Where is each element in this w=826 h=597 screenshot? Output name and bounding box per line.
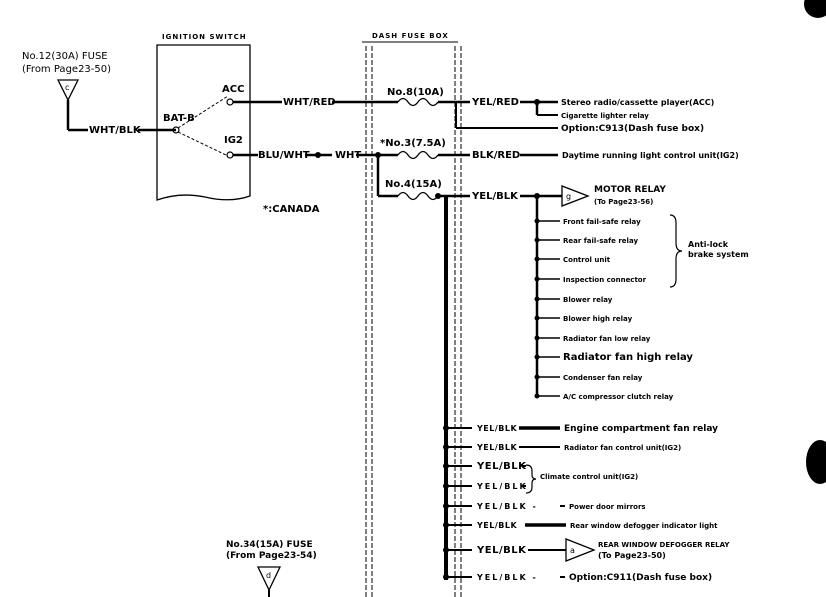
relay-item: Condenser fan relay [563,374,643,382]
branch3-wire-label: BLK/RED [472,150,520,161]
ig2-wire-label: BLU/WHT [258,150,310,161]
branch8-load-3: Option:C913(Dash fuse box) [561,124,704,134]
lower-wire-label: YEL/BLK [476,443,517,452]
acc-terminal-label: ACC [222,84,244,95]
lower-load-label: Power door mirrors [569,503,646,511]
fuse3-symbol [397,150,439,160]
canada-note: *:CANADA [263,204,320,215]
abs-brace [669,214,683,288]
feed-wire-label: WHT/BLK [89,125,142,136]
relay-item: Radiator fan high relay [563,352,693,363]
abs-label-1: Anti-lock [688,240,729,249]
lower-wire-label: YEL/BLK [476,545,527,556]
fuse8-label: No.8(10A) [387,87,444,98]
relay-item: Rear fail-safe relay [563,237,638,245]
scan-mark-middle [806,440,826,484]
fuse12-connector-letter: c [65,83,69,92]
climate-brace [525,464,537,494]
bat-terminal-label: BAT-B [163,113,195,124]
fuse4-label: No.4(15A) [385,179,442,190]
relay-item: A/C compressor clutch relay [563,393,674,401]
scan-mark-top [804,0,826,18]
ig2-terminal-label: IG2 [224,135,243,146]
abs-label-2: brake system [688,250,749,259]
ig2-wire-label-2: WHT [335,150,361,161]
branch8-load-1: Stereo radio/cassette player(ACC) [561,98,714,107]
relay-item: Blower relay [563,296,613,304]
motor-relay-page: (To Page23-56) [594,198,653,206]
lower-load-label: Radiator fan control unit(IG2) [564,444,681,452]
lower-wire-label: YEL/BLK [476,424,517,433]
defogger-relay-connector-letter: a [570,546,575,555]
fuse12-connector-icon [56,79,80,102]
branch4-wire-label: YEL/BLK [471,191,519,202]
relay-item: Front fail-safe relay [563,218,641,226]
motor-relay-connector-icon [561,185,590,207]
branch8-load-2: Cigarette lighter relay [561,112,649,120]
relay-item: Control unit [563,256,611,264]
lower-wire-label: YEL/BLK [476,521,517,530]
defogger-relay-connector-icon [565,538,596,562]
motor-relay-title: MOTOR RELAY [594,185,666,195]
fuse34-connector-letter: d [266,571,271,580]
lower-load-label: Engine compartment fan relay [564,424,718,434]
fuse4-symbol [397,191,439,201]
motor-relay-connector-letter: g [566,192,571,201]
relay-item: Inspection connector [563,276,647,284]
acc-wire-label: WHT/RED [283,97,336,108]
ignition-switch-title: IGNITION SWITCH [162,33,247,41]
lower-wire-label: YEL/BLK - [476,573,538,582]
fuse12-label: No.12(30A) FUSE [22,51,108,62]
relay-item: Radiator fan low relay [563,335,651,343]
dash-fuse-box-title: DASH FUSE BOX [372,32,449,40]
lower-load-label: Option:C911(Dash fuse box) [569,573,712,583]
defogger-relay-title: REAR WINDOW DEFOGGER RELAY [598,541,730,549]
defogger-relay-page: (To Page23-50) [598,551,666,560]
fuse34-label: No.34(15A) FUSE [226,540,313,550]
fuse12-source: (From Page23-50) [22,64,111,75]
lower-wire-label: YEL/BLK - [476,502,538,511]
fuse3-label: *No.3(7.5A) [380,138,446,149]
branch8-wire-label: YEL/RED [471,97,519,108]
fuse8-symbol [397,97,439,107]
lower-load-label: Rear window defogger indicator light [570,522,718,530]
lower-wire-label: YEL/BLK [476,482,528,491]
branch3-load: Daytime running light control unit(IG2) [562,151,739,160]
ignition-switch-box [156,44,251,201]
fuse34-source: (From Page23-54) [226,551,317,561]
lower-wire-label: YEL/BLK [476,461,527,472]
relay-item: Blower high relay [563,315,633,323]
climate-label: Climate control unit(IG2) [540,473,638,481]
fuse34-connector-icon [256,566,282,592]
